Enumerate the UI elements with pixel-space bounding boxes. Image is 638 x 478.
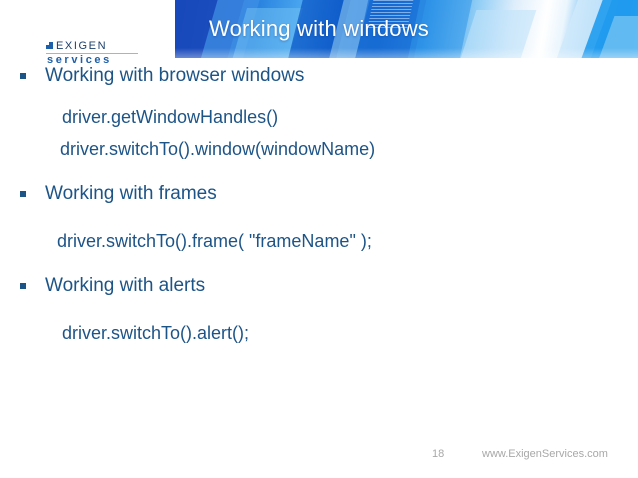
logo-top-row: EXIGEN xyxy=(46,39,138,52)
spacer xyxy=(0,160,638,182)
spacer xyxy=(0,206,638,230)
header-banner-image: Working with windows xyxy=(175,0,638,58)
logo-divider xyxy=(46,53,138,54)
logo-subtitle: services xyxy=(47,54,112,66)
spacer xyxy=(0,298,638,322)
slide-body: Working with browser windows driver.getW… xyxy=(0,64,638,344)
spacer xyxy=(0,88,638,106)
spacer xyxy=(0,128,638,138)
spacer xyxy=(0,252,638,274)
code-line-switch-to-alert: driver.switchTo().alert(); xyxy=(62,323,250,343)
bullet-item-browser-windows: Working with browser windows xyxy=(0,64,638,88)
page-title: Working with windows xyxy=(209,16,430,41)
bullet-item-alerts: Working with alerts xyxy=(0,274,638,298)
bullet-label: Working with browser windows xyxy=(45,65,305,86)
slide-footer: 18 www.ExigenServices.com xyxy=(0,444,638,464)
banner-shape xyxy=(572,0,638,58)
banner-bottom-fade xyxy=(175,48,638,58)
code-line-get-window-handles: driver.getWindowHandles() xyxy=(62,107,279,127)
banner-shape xyxy=(453,10,537,58)
bullet-label: Working with alerts xyxy=(45,275,206,296)
exigen-logo: EXIGEN services xyxy=(46,39,138,66)
bullet-square-icon xyxy=(20,283,26,289)
banner-shape xyxy=(595,16,638,58)
banner-shape xyxy=(548,0,620,58)
code-line-switch-to-window: driver.switchTo().window(windowName) xyxy=(60,139,376,159)
bullet-label: Working with frames xyxy=(45,183,217,204)
bullet-square-icon xyxy=(20,191,26,197)
footer-website-url: www.ExigenServices.com xyxy=(482,448,608,460)
logo-square-mark-icon xyxy=(46,42,53,49)
logo-wordmark: EXIGEN xyxy=(56,39,108,52)
bullet-square-icon xyxy=(20,73,26,79)
code-line-switch-to-frame: driver.switchTo().frame( "frameName" ); xyxy=(57,231,372,251)
bullet-item-frames: Working with frames xyxy=(0,182,638,206)
slide-number: 18 xyxy=(432,448,445,460)
